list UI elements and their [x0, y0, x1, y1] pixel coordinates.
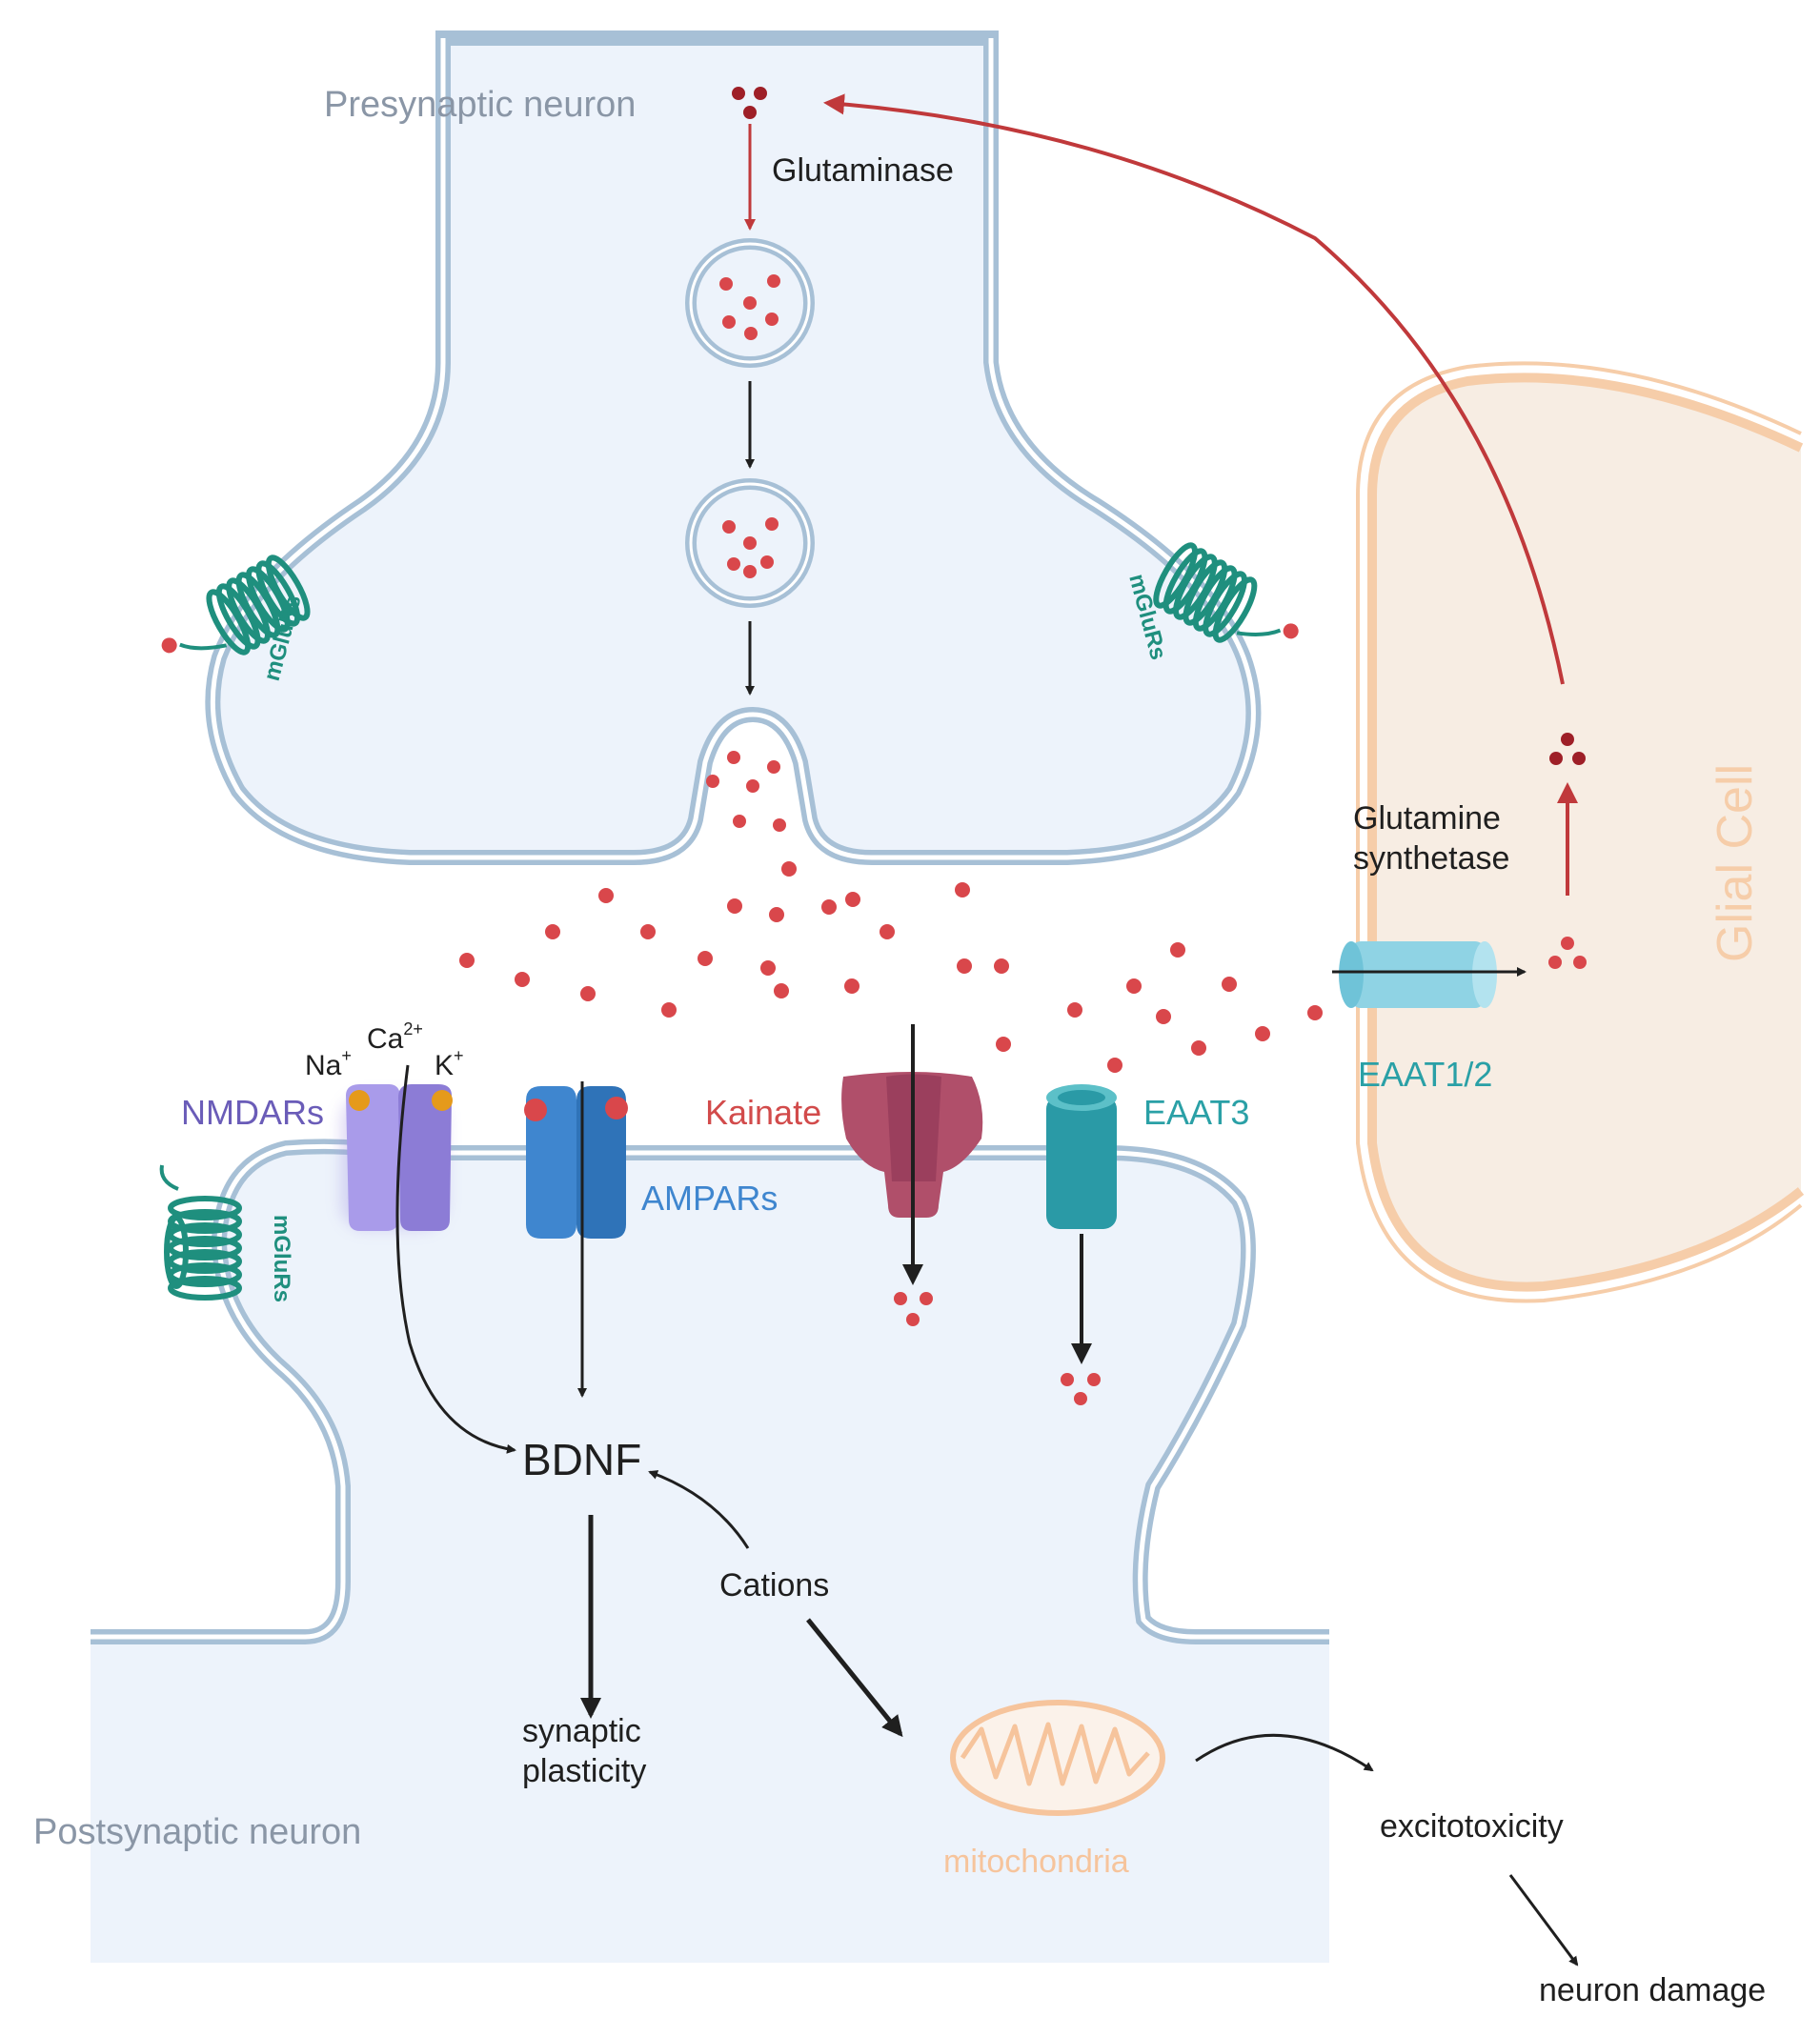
eaat12-label: EAAT1/2 — [1358, 1055, 1492, 1094]
kainate-glutamate-inside — [894, 1292, 933, 1326]
na-ion-label: Na+ — [305, 1046, 352, 1081]
eaat3-label: EAAT3 — [1143, 1093, 1249, 1132]
bdnf-label: BDNF — [522, 1435, 641, 1484]
nmdar-receptor — [341, 1084, 453, 1231]
excitotoxicity-to-damage-arrow — [1508, 1874, 1579, 1966]
vesicle-1 — [685, 238, 815, 368]
postsynaptic-label: Postsynaptic neuron — [33, 1812, 361, 1852]
glutamine-molecule-glial — [1549, 733, 1586, 765]
k-ion-label: K+ — [435, 1046, 464, 1081]
cations-to-bdnf-arrow — [648, 1470, 750, 1549]
mglur-pre-left — [161, 555, 311, 655]
glutamine-molecule-top — [732, 87, 767, 119]
glial-cell-label: Glial Cell — [1708, 764, 1763, 962]
eaat3-transporter — [1046, 1084, 1117, 1229]
cleft-glutamate — [459, 861, 1323, 1073]
mglur-post — [159, 1164, 242, 1301]
mitochondria-to-excitotoxicity-arrow — [1195, 1733, 1374, 1772]
vesicle-2 — [685, 478, 815, 608]
presynaptic-label: Presynaptic neuron — [324, 85, 636, 125]
mitochondria-label: mitochondria — [943, 1844, 1129, 1880]
glutamine-return-arrow — [823, 93, 1565, 685]
released-glutamate-pocket — [706, 751, 786, 832]
synaptic-plasticity-label: synaptic plasticity — [522, 1713, 650, 1789]
glutaminase-label: Glutaminase — [772, 152, 954, 189]
presynaptic-terminal — [205, 30, 1262, 865]
glutamine-synthetase-label: Glutamine synthetase — [1353, 800, 1509, 877]
neuron-damage-label: neuron damage — [1539, 1972, 1766, 2008]
mitochondria — [950, 1700, 1165, 1816]
excitotoxicity-label: excitotoxicity — [1380, 1808, 1564, 1845]
ampar-receptor — [524, 1086, 628, 1239]
mglur-post-label: mGluRs — [269, 1215, 294, 1302]
nmdars-label: NMDARs — [181, 1093, 324, 1132]
nmdar-to-bdnf-arrow — [395, 1064, 516, 1454]
eaat12-transporter — [1339, 941, 1497, 1008]
ion-labels: Na+ Ca2+ K+ — [305, 1019, 464, 1081]
mglur-pre-right — [1153, 542, 1299, 643]
ca-ion-label: Ca2+ — [367, 1019, 423, 1055]
glial-glutamate — [1548, 937, 1587, 969]
glial-cell — [1356, 361, 1805, 1303]
eaat3-glutamate-inside — [1061, 1373, 1101, 1405]
cations-label: Cations — [719, 1567, 829, 1603]
ampars-label: AMPARs — [641, 1179, 778, 1218]
kainate-label: Kainate — [705, 1093, 821, 1132]
cations-to-mitochondria-arrow — [806, 1618, 903, 1738]
